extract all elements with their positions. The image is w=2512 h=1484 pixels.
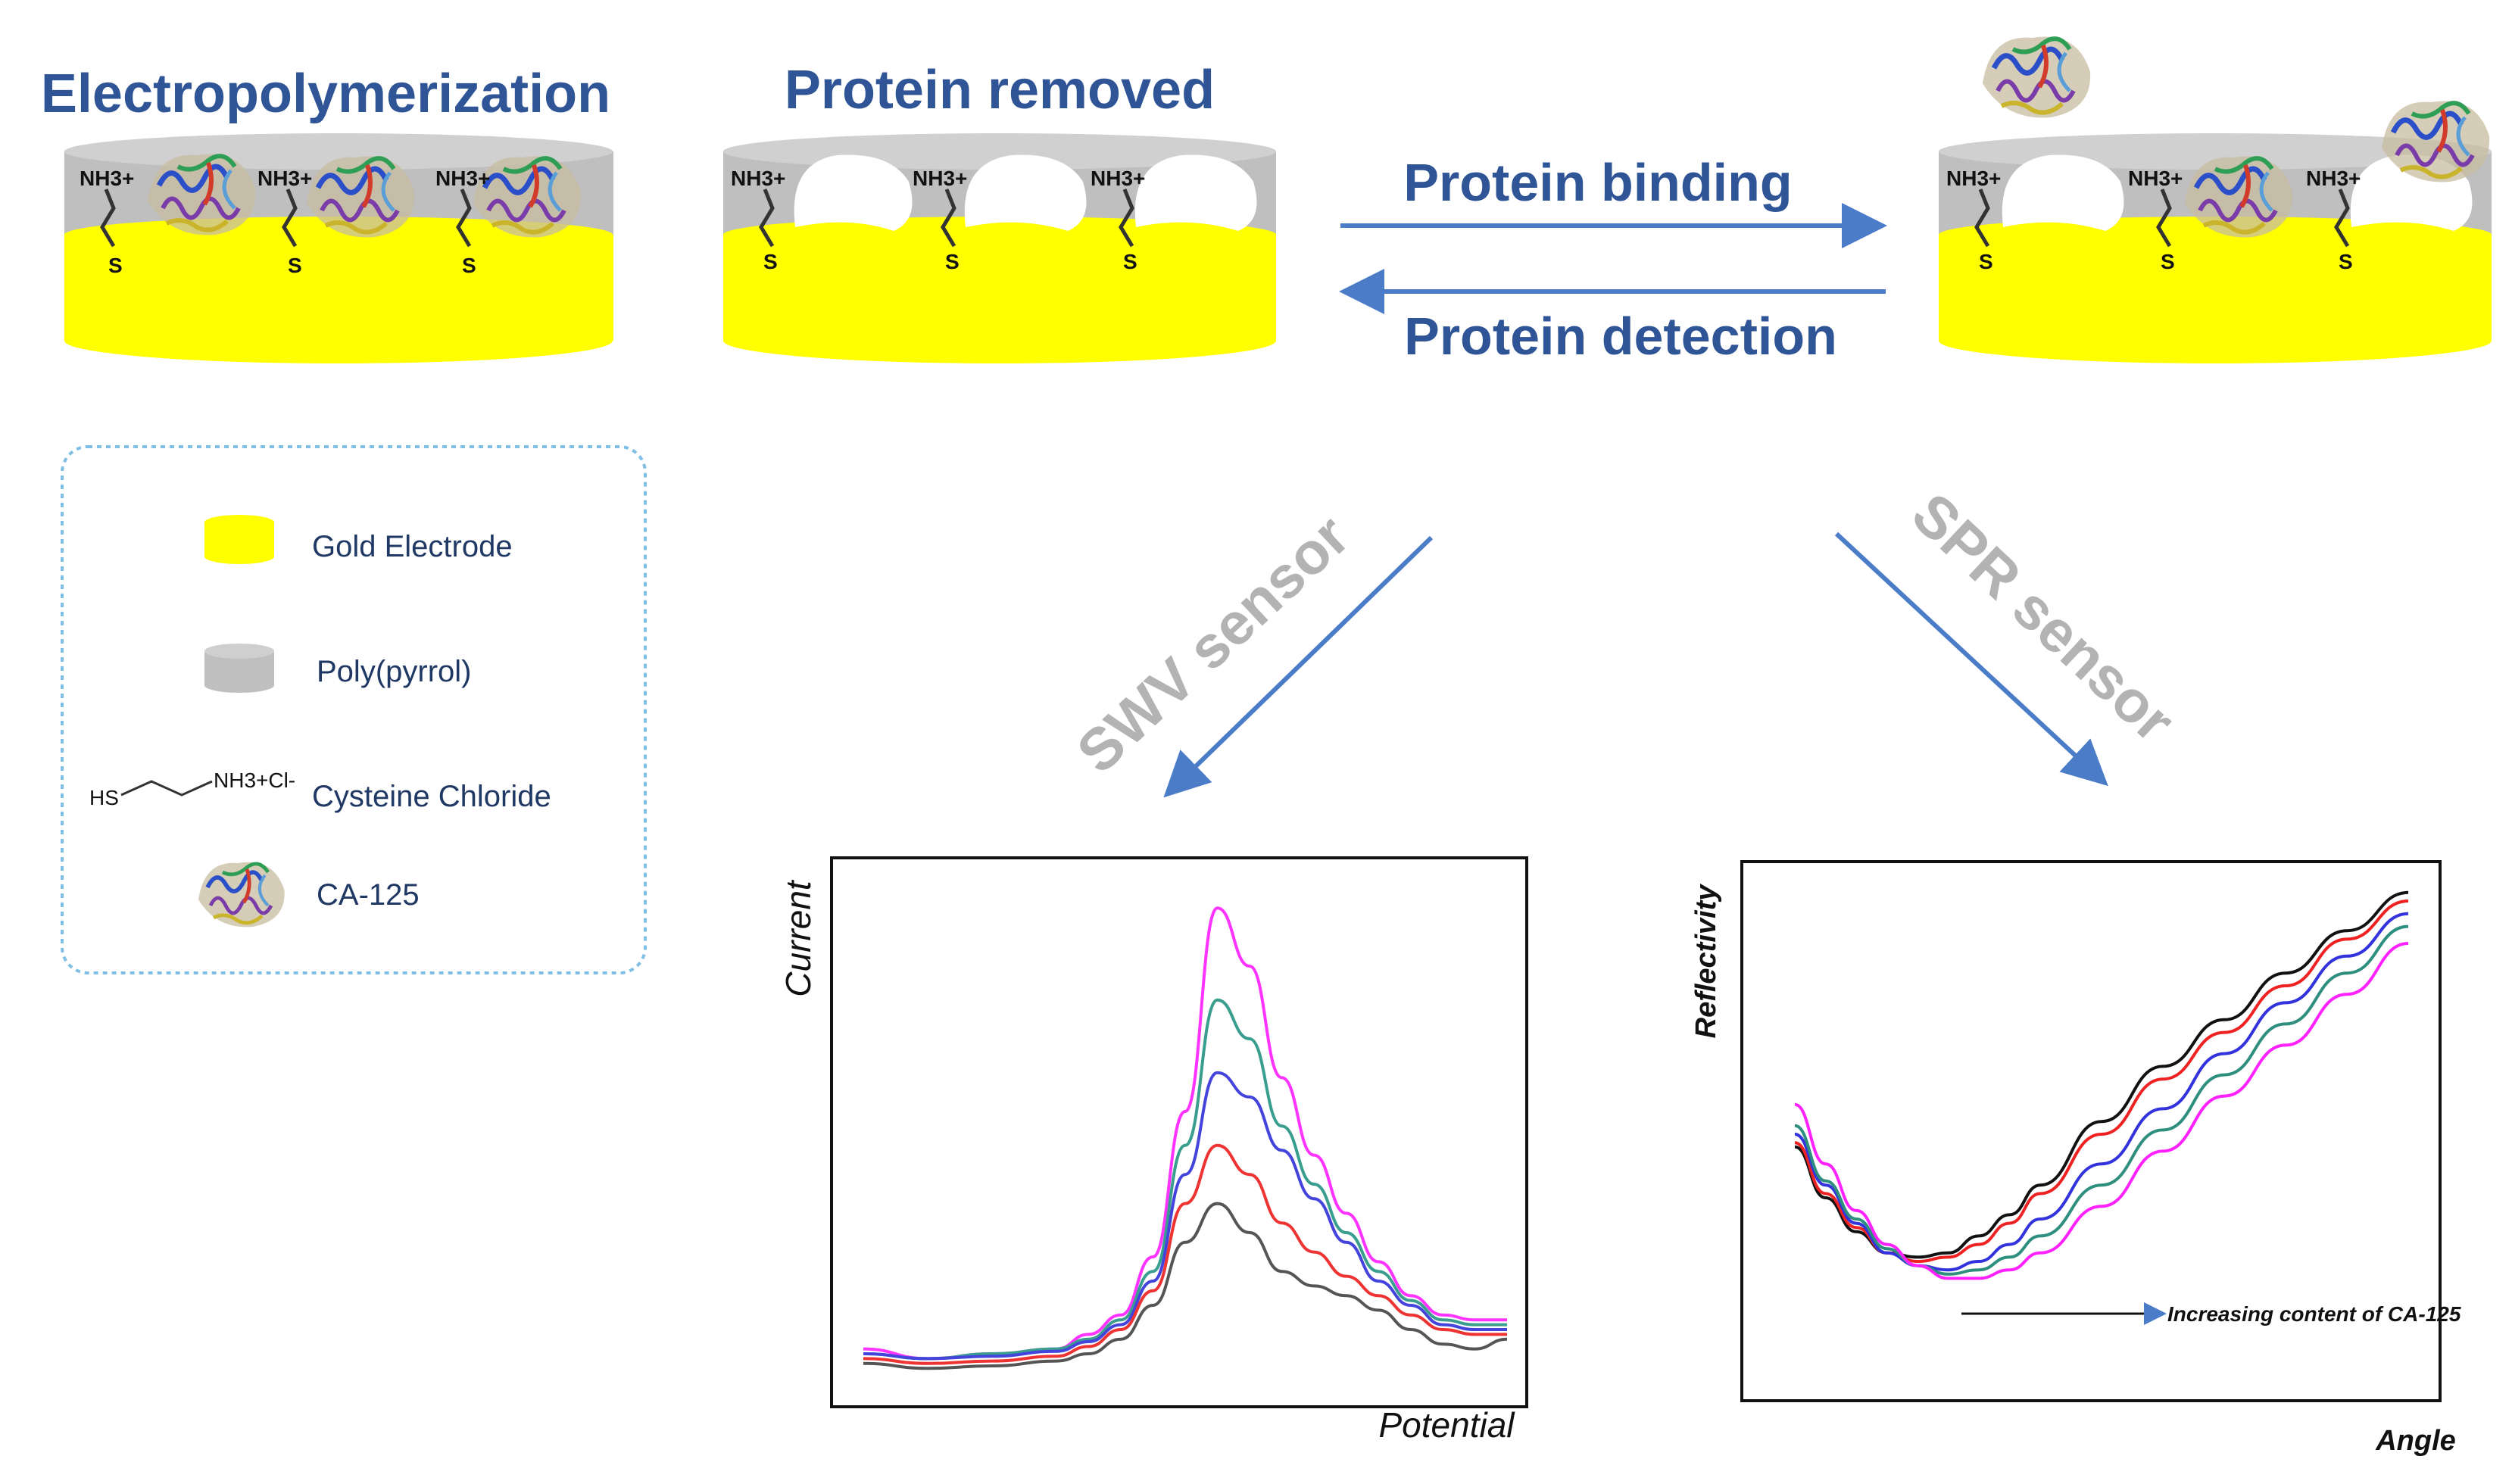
s-label: S	[945, 250, 960, 273]
s-label: S	[1979, 250, 1993, 273]
arrow-down-icon	[1163, 535, 1434, 798]
legend-label-protein: CA-125	[317, 878, 420, 912]
nh3-label: NH3+	[913, 167, 967, 190]
title-protein-removed: Protein removed	[785, 60, 1215, 120]
nh3-label: NH3+	[1091, 167, 1145, 190]
label-protein-binding: Protein binding	[1403, 153, 1792, 212]
nh3-label: NH3+	[257, 167, 312, 190]
spr-xlabel: Angle	[2375, 1425, 2456, 1457]
spr-series-line-1	[1794, 899, 2409, 1264]
s-label: S	[288, 254, 302, 277]
s-label: S	[108, 254, 123, 277]
swv-ylabel: Current	[779, 879, 818, 997]
nh3-label: NH3+	[2128, 167, 2183, 190]
protein-icon	[198, 862, 285, 928]
spr-series-line-2	[1794, 912, 2409, 1272]
legend-gold-swatch	[204, 515, 274, 564]
spr-series-line-4	[1794, 942, 2409, 1280]
legend-label-polymer: Poly(pyrrol)	[317, 655, 471, 688]
swv-chart: Potential Current	[779, 856, 1528, 1445]
s-label: S	[1123, 250, 1137, 273]
electrode-electropolymerization	[64, 133, 613, 363]
arrow-down-icon	[1834, 532, 2108, 787]
swv-series-line-1	[863, 998, 1507, 1361]
s-label: S	[462, 254, 476, 277]
nh3-label: NH3+	[435, 167, 490, 190]
legend-cysteine-nh: NH3+Cl-	[214, 768, 295, 792]
spr-chart: Increasing content of CA-125 Angle Refle…	[1690, 860, 2461, 1457]
electrode-protein-removed	[723, 133, 1276, 363]
label-protein-detection: Protein detection	[1404, 307, 1837, 366]
legend-cysteine-hs: HS	[89, 786, 119, 809]
protein-icon	[1983, 36, 2090, 117]
nh3-label: NH3+	[80, 167, 134, 190]
spr-series-line-0	[1794, 890, 2409, 1259]
spr-ylabel: Reflectivity	[1690, 884, 1722, 1039]
s-label: S	[763, 250, 778, 273]
title-electropolymerization: Electropolymerization	[41, 64, 610, 124]
swv-plot-frame	[830, 856, 1528, 1408]
swv-xlabel: Potential	[1378, 1405, 1515, 1445]
nh3-label: NH3+	[1946, 167, 2001, 190]
swv-series-line-2	[863, 1071, 1507, 1361]
spr-annotation: Increasing content of CA-125	[2167, 1302, 2461, 1326]
spr-series-line-3	[1794, 924, 2409, 1276]
legend-cysteine-structure	[120, 780, 213, 797]
nh3-label: NH3+	[2306, 167, 2361, 190]
legend-label-gold: Gold Electrode	[312, 530, 513, 563]
s-label: S	[2161, 250, 2175, 273]
swv-series-line-3	[863, 1143, 1507, 1365]
legend-polymer-swatch	[204, 644, 274, 693]
s-label: S	[2339, 250, 2353, 273]
legend-label-cysteine: Cysteine Chloride	[312, 780, 551, 813]
swv-series-line-4	[863, 1202, 1508, 1370]
legend-box	[61, 445, 647, 974]
label-swv-sensor: SWV sensor	[1064, 502, 1362, 786]
nh3-label: NH3+	[731, 167, 785, 190]
electrode-protein-binding	[1939, 133, 2492, 363]
label-spr-sensor: SPR sensor	[1899, 480, 2187, 755]
